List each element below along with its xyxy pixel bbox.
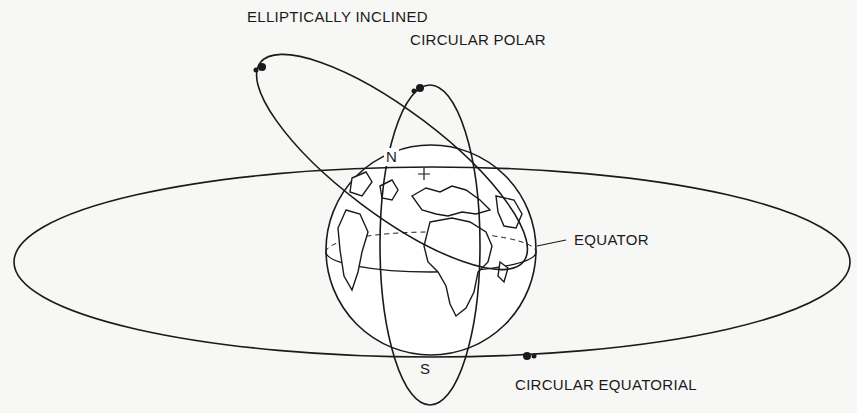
inclined-orbit bbox=[229, 21, 555, 303]
orbit-label: CIRCULAR POLAR bbox=[408, 31, 548, 49]
continents bbox=[338, 172, 522, 316]
pole-mark bbox=[418, 168, 430, 180]
satellites bbox=[254, 63, 537, 360]
orbit-label: EQUATOR bbox=[572, 231, 651, 249]
equatorial-orbit bbox=[14, 167, 850, 357]
polar-orbit bbox=[380, 85, 480, 405]
orbit-label: S bbox=[418, 360, 432, 378]
leader-line bbox=[537, 240, 566, 246]
earth-globe bbox=[326, 145, 536, 355]
orbit-label: CIRCULAR EQUATORIAL bbox=[513, 376, 699, 394]
orbit-label: N bbox=[384, 148, 399, 166]
orbit-label: ELLIPTICALLY INCLINED bbox=[245, 8, 430, 26]
